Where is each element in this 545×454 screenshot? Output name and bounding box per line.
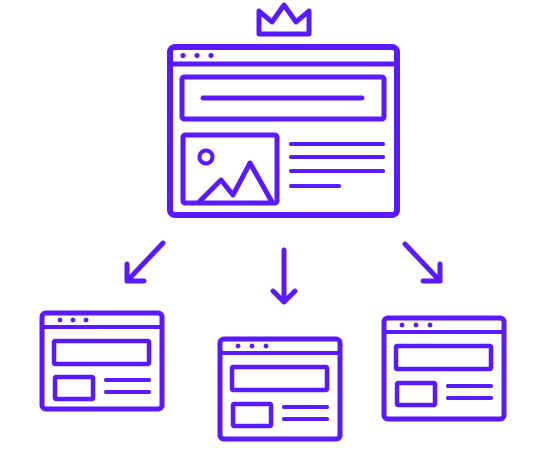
main-page-icon xyxy=(167,44,400,218)
mountain-icon xyxy=(196,160,275,205)
child-page-right-icon xyxy=(381,315,507,422)
crown-icon xyxy=(256,2,312,37)
main-window-dot xyxy=(194,52,200,59)
child-page-center-icon xyxy=(217,336,343,442)
arrow-down-icon xyxy=(270,247,298,305)
main-window-dot xyxy=(180,52,186,59)
main-window-frame xyxy=(167,44,400,218)
image-placeholder-icon xyxy=(180,132,280,206)
child-page-left-icon xyxy=(39,310,165,412)
main-header-bar xyxy=(179,74,387,122)
main-window-dot xyxy=(208,52,214,59)
sun-icon xyxy=(197,148,215,166)
arrow-down-left-icon xyxy=(124,240,166,284)
arrow-down-right-icon xyxy=(402,241,443,284)
